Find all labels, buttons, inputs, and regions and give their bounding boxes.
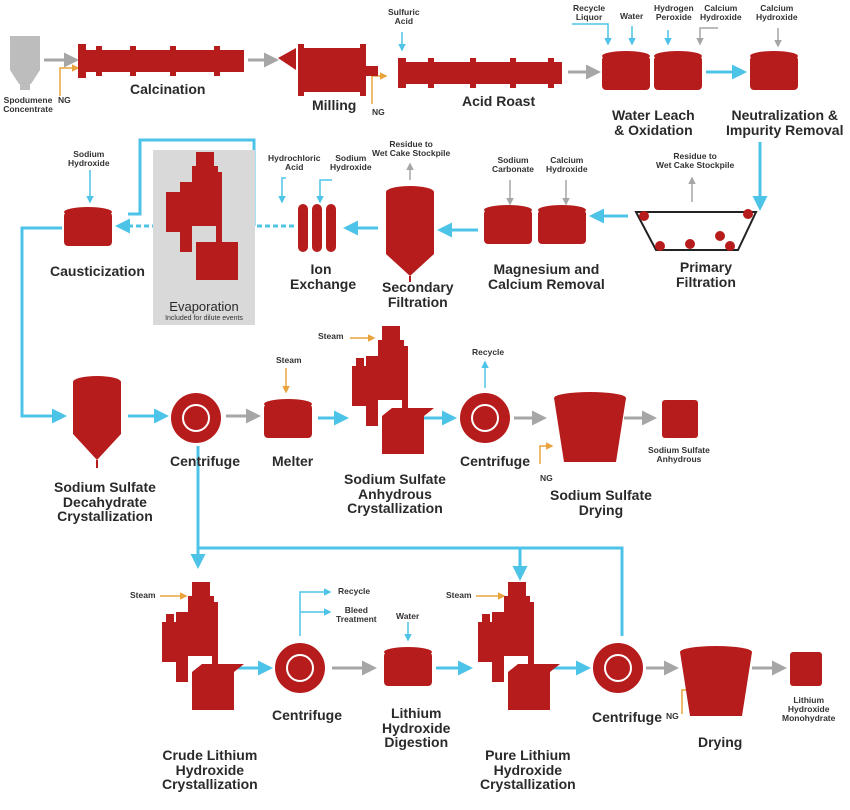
neutralization-tank-icon (750, 51, 798, 90)
causticization-tank-icon (64, 207, 112, 246)
stage-drying: Drying (698, 734, 743, 750)
centrifuge-1-icon (171, 393, 221, 443)
ss-dryer-icon (554, 392, 626, 462)
digestion-tank-icon (384, 647, 432, 686)
primary-filter-belt-icon (634, 209, 758, 251)
input-recycle-liquor (572, 23, 612, 46)
evaporation-note: Included for dilute events (165, 315, 243, 322)
input-caoh-leach (696, 27, 718, 46)
label-ng-4: NG (666, 711, 679, 721)
melter-tank-icon (264, 399, 312, 438)
pure-crystallizer-icon (478, 582, 560, 710)
flow-recycle-up (299, 588, 332, 636)
stage-melter: Melter (272, 453, 314, 469)
label-steam-1: Steam (276, 355, 302, 365)
crude-crystallizer-icon (162, 582, 244, 710)
acid-roast-kiln-icon (398, 58, 562, 88)
label-water-2: Water (396, 611, 420, 621)
label-steam-4: Steam (446, 590, 472, 600)
stage-centrifuge-4: Centrifuge (592, 709, 662, 725)
leach-tank-1-icon (602, 51, 650, 90)
label-steam-3: Steam (130, 590, 156, 600)
label-recycle-2: Recycle (338, 586, 371, 596)
label-steam-2: Steam (318, 331, 344, 341)
stage-evaporation: Evaporation (169, 299, 239, 314)
label-ng-2: NG (372, 107, 385, 117)
centrifuge-4-icon (593, 643, 643, 693)
centrifuge-2-icon (460, 393, 510, 443)
stage-causticization: Causticization (50, 263, 145, 279)
lioh-dryer-icon (680, 646, 752, 716)
flow-recycle-loop (198, 546, 624, 636)
mgca-tank-2-icon (538, 205, 586, 244)
flow-caustic-decahydrate (20, 226, 67, 424)
leach-tank-2-icon (654, 51, 702, 90)
anhydrous-crystallizer-icon (352, 326, 434, 454)
lioh-product-bag-icon (790, 652, 822, 686)
input-ng-calc (59, 64, 80, 96)
spodumene-hopper-icon (10, 36, 40, 90)
stage-milling: Milling (312, 97, 357, 113)
calcination-kiln-icon (78, 44, 244, 78)
input-ng-roast (371, 72, 388, 104)
label-water-1: Water (620, 11, 644, 21)
label-ng-1: NG (58, 95, 71, 105)
input-lines (59, 23, 782, 714)
input-naoh-ionex (316, 179, 332, 204)
stage-water-leach: Water Leach& Oxidation (612, 107, 695, 138)
ball-mill-icon (278, 44, 378, 96)
input-ng-ssdryer (539, 442, 554, 464)
stage-calcination: Calcination (130, 81, 206, 97)
label-recycle-1: Recycle (472, 347, 505, 357)
secondary-filter-icon (386, 186, 434, 282)
decahydrate-crystallizer-icon (73, 376, 121, 468)
evaporation-icon-overlay (166, 152, 238, 280)
stage-centrifuge-3: Centrifuge (272, 707, 342, 723)
stage-centrifuge-2: Centrifuge (460, 453, 530, 469)
ss-product-bag-icon (662, 400, 698, 438)
mgca-tank-1-icon (484, 205, 532, 244)
label-ng-3: NG (540, 473, 553, 483)
stage-centrifuge-1: Centrifuge (170, 453, 240, 469)
stage-neutralization: Neutralization &Impurity Removal (726, 107, 844, 138)
flow-lines (20, 52, 787, 676)
centrifuge-3-icon (275, 643, 325, 693)
ion-exchange-columns-icon (298, 204, 336, 252)
stage-acid-roast: Acid Roast (462, 93, 536, 109)
input-hcl (278, 177, 286, 204)
